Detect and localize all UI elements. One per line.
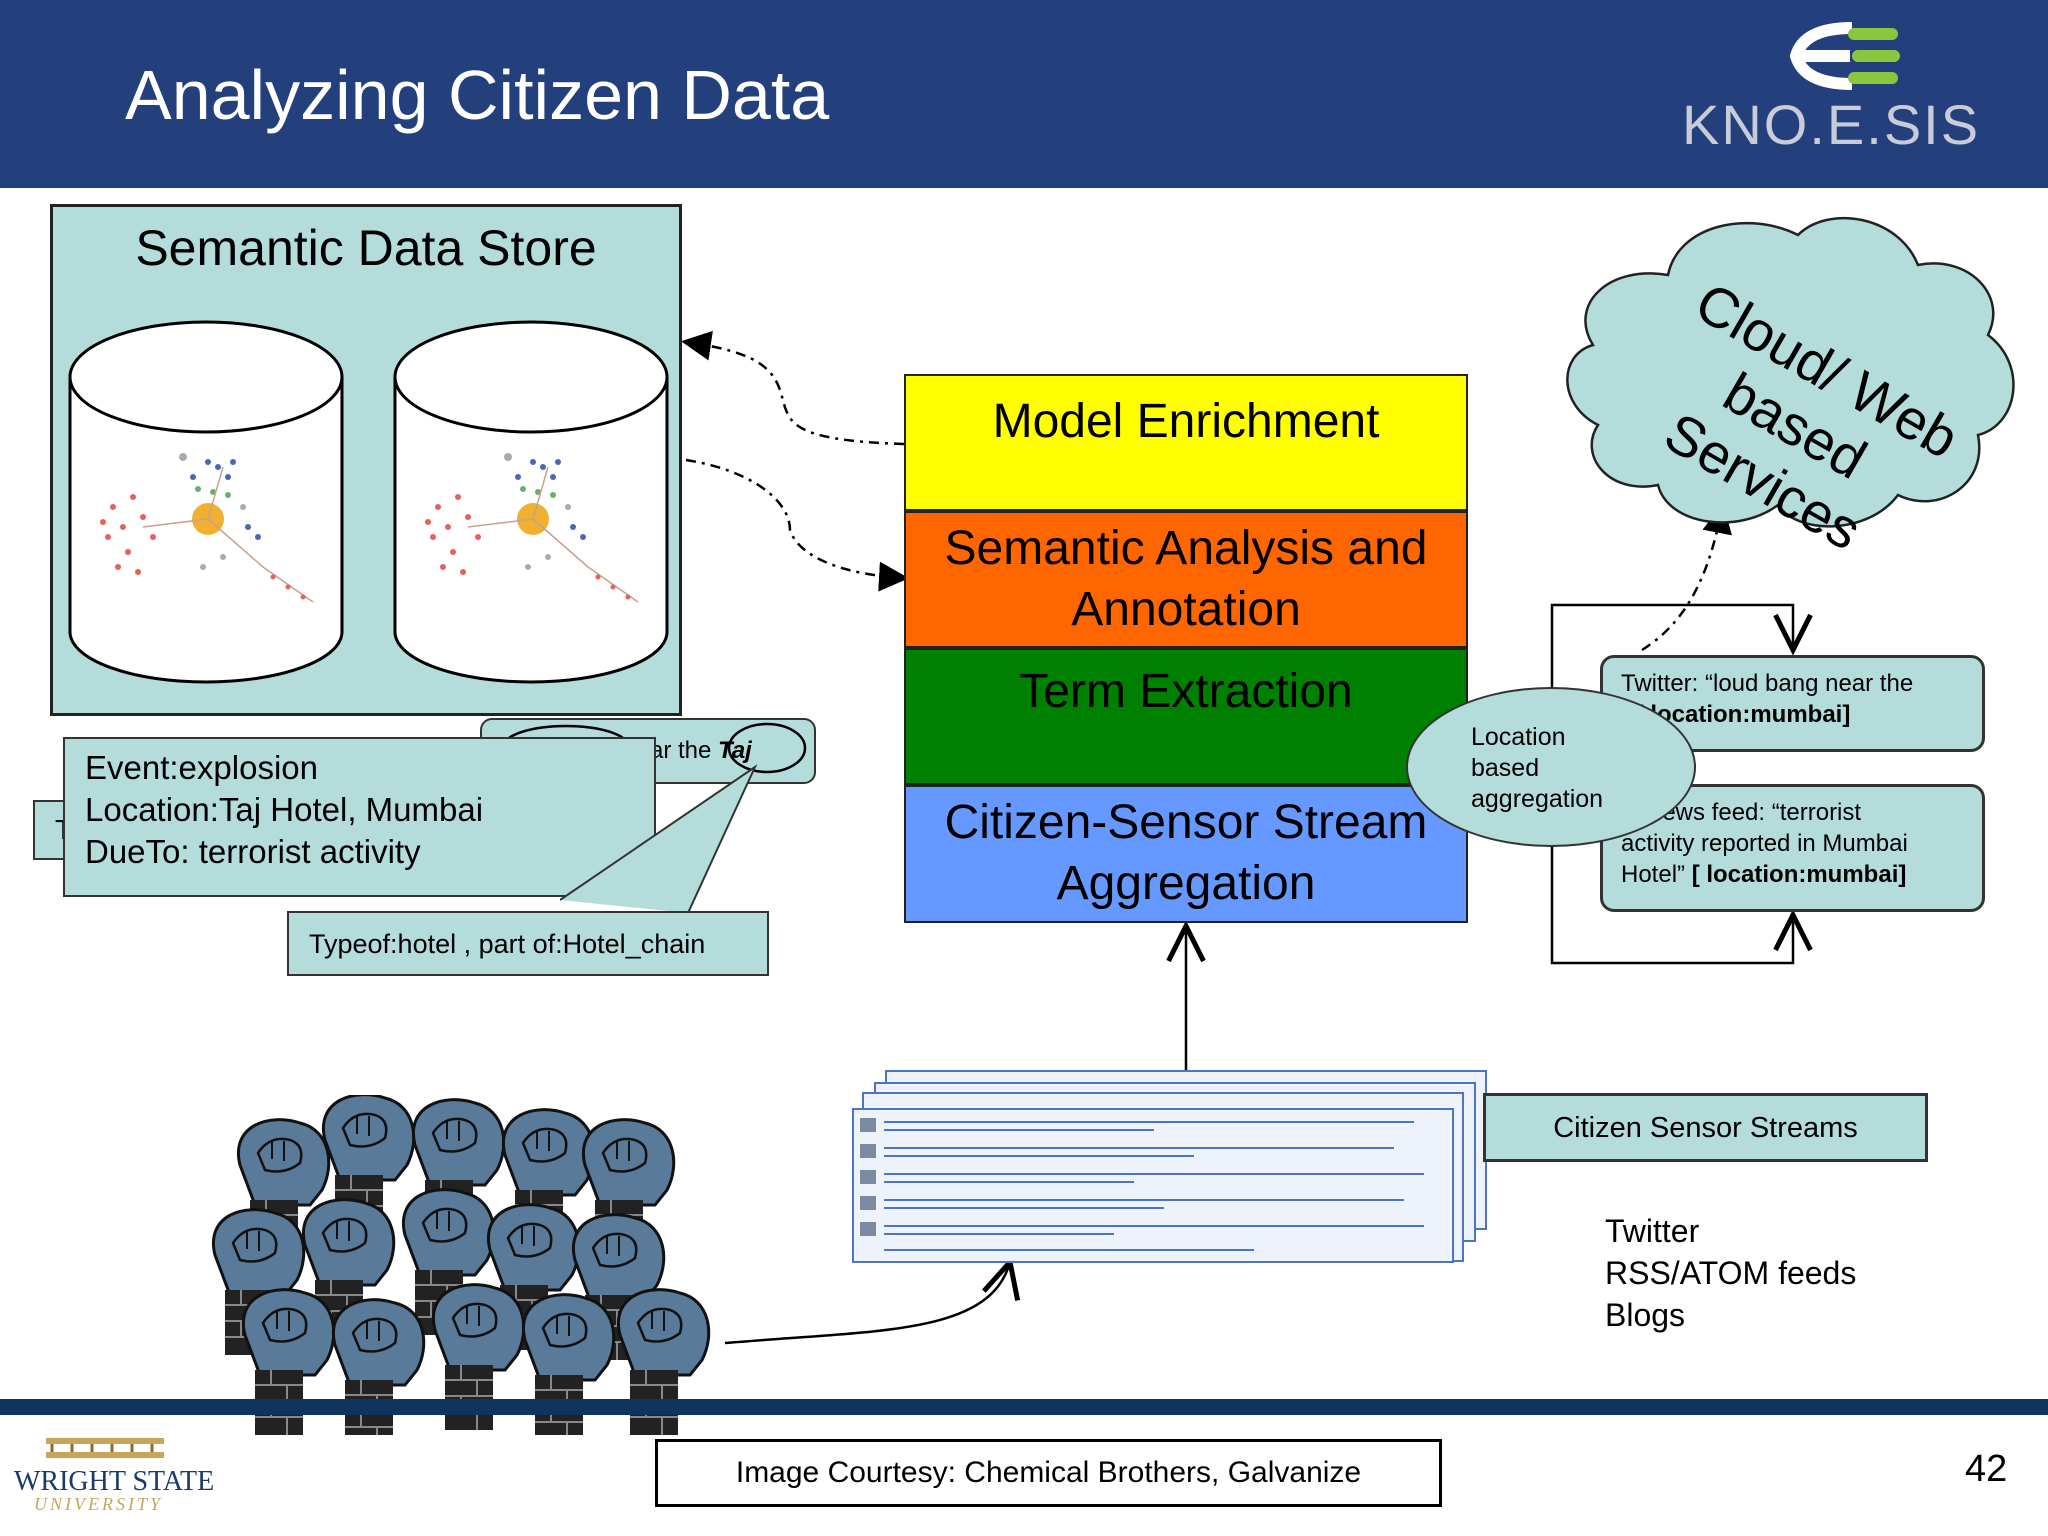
dashed-arrow-cloud — [1641, 503, 1732, 652]
slide-title: Analyzing Citizen Data — [125, 56, 830, 134]
layer-term-extraction: Term Extraction — [904, 648, 1468, 785]
knoesis-logo-text: KNO.E.SIS — [1682, 93, 1981, 156]
layer-model-enrichment: Model Enrichment — [904, 374, 1468, 511]
event-line: Event:explosion — [85, 749, 318, 786]
tweet-lines — [860, 1118, 1424, 1251]
dashed-arrow-mid — [685, 458, 909, 592]
knoesis-e-icon — [1789, 22, 1900, 90]
citizen-streams-label: Citizen Sensor Streams — [1553, 1112, 1858, 1144]
slide-header — [0, 0, 2048, 188]
news-feed-line2: activity reported in Mumbai — [1621, 830, 1908, 857]
semantic-data-store: Semantic Data Store — [50, 204, 682, 716]
wright-state-logo: WRIGHT STATE UNIVERSITY — [12, 1428, 215, 1514]
store-title: Semantic Data Store — [135, 220, 597, 276]
database-cylinder-icon — [68, 320, 344, 684]
type-annotation-box: Typeof:hotel , part of:Hotel_chain — [287, 911, 769, 976]
aggregation-loop-top — [1550, 603, 1793, 690]
aggregation-loop-bottom — [1550, 765, 1793, 965]
page-number: 42 — [1965, 1448, 2008, 1490]
citizen-streams-box: Citizen Sensor Streams — [1483, 1093, 1928, 1162]
type-annotation-text: Typeof:hotel , part of:Hotel_chain — [309, 929, 706, 959]
location-line: Location:Taj Hotel, Mumbai — [85, 791, 484, 828]
graph-network-icon — [100, 453, 314, 603]
source-twitter: Twitter — [1605, 1213, 1700, 1249]
university-logo-line2: UNIVERSITY — [34, 1494, 163, 1514]
source-list: Twitter RSS/ATOM feeds Blogs — [1605, 1210, 1856, 1336]
news-feed-line3: Hotel” — [1621, 861, 1692, 888]
wright-flyer-icon — [46, 1438, 164, 1458]
event-annotation-box: Event:explosion Location:Taj Hotel, Mumb… — [63, 737, 656, 897]
location-aggregation-ellipse: Location based aggregation — [1406, 687, 1696, 847]
database-cylinders — [68, 320, 669, 684]
cloud-shape — [1566, 216, 2015, 528]
layer-stream-aggregation: Citizen-Sensor Stream Aggregation — [904, 785, 1468, 923]
news-location-tag: [ location:mumbai] — [1691, 861, 1907, 888]
layer-semantic-analysis: Semantic Analysis and Annotation — [904, 511, 1468, 648]
image-courtesy-box: Image Courtesy: Chemical Brothers, Galva… — [655, 1439, 1442, 1507]
callout-pointer — [560, 764, 758, 914]
database-cylinder-icon — [393, 320, 669, 684]
dueto-line: DueTo: terrorist activity — [85, 833, 421, 870]
source-rss: RSS/ATOM feeds — [1605, 1255, 1857, 1291]
source-blogs: Blogs — [1605, 1297, 1686, 1333]
dashed-arrow-top — [681, 330, 905, 446]
twitter-feed-line1: Twitter: “loud bang near the — [1621, 670, 1914, 697]
university-logo-line1: WRIGHT STATE — [14, 1466, 215, 1497]
partial-annotation-text: ar the — [650, 737, 719, 764]
location-aggregation-label: Location based aggregation — [1471, 723, 1604, 813]
footer-bar — [0, 1399, 2048, 1415]
stream-sheet — [852, 1108, 1454, 1263]
graph-network-icon — [425, 453, 639, 603]
citizen-stream-sheets — [850, 1070, 1490, 1270]
crowd-to-stream-arrow — [724, 1262, 1010, 1345]
news-feed-box: N News feed: “terrorist activity reporte… — [1600, 784, 1985, 912]
crowd-fists-illustration — [211, 1095, 711, 1435]
